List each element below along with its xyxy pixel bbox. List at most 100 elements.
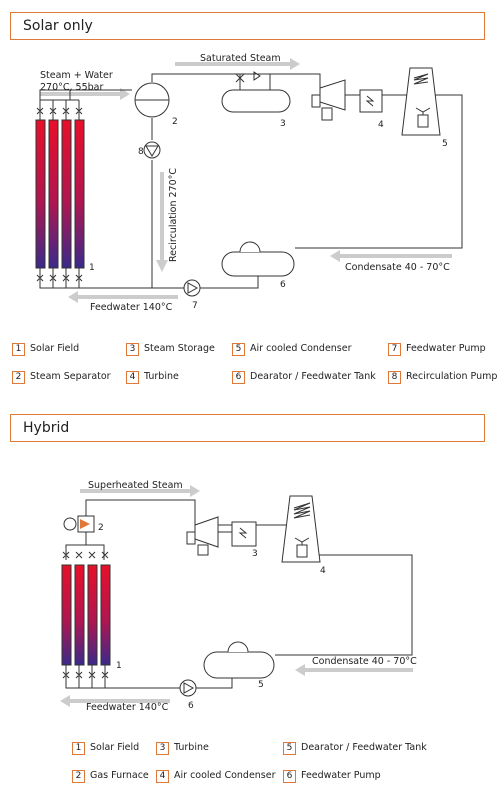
legend-num: 5 [232, 342, 245, 356]
legend-num: 6 [232, 370, 245, 384]
legend-text: Steam Separator [30, 371, 111, 382]
num-solar-1: 1 [89, 263, 95, 273]
label-recirculation: Recirculation 270°C [168, 168, 179, 262]
label-feedwater-hybrid: Feedwater 140°C [86, 702, 169, 713]
turbine [311, 79, 383, 121]
steam-separator [134, 82, 170, 118]
pipe-pump-to-field-hybrid [65, 676, 180, 689]
legend-text: Feedwater Pump [406, 343, 486, 354]
pipe-field-to-furnace [65, 530, 105, 560]
pipe-tank-to-pump-hybrid [196, 678, 233, 689]
num-hybrid-1: 1 [116, 661, 122, 671]
legend-item: 5 Air cooled Condenser [232, 342, 352, 356]
legend-text: Turbine [144, 371, 179, 382]
legend-num: 3 [126, 342, 139, 356]
feedwater-pump-hybrid [179, 679, 197, 697]
label-superheated-steam: Superheated Steam [88, 480, 183, 491]
pipe-pump-to-field [39, 278, 185, 289]
legend-text: Recirculation Pump [406, 371, 498, 382]
gas-furnace [63, 515, 95, 533]
num-solar-7: 7 [192, 301, 198, 311]
hybrid-section-title: Hybrid [10, 414, 485, 442]
legend-item: 2 Gas Furnace [72, 769, 149, 783]
solar-field-collectors [35, 99, 85, 288]
legend-text: Gas Furnace [90, 770, 149, 781]
feedwater-tank-hybrid [203, 641, 275, 679]
air-cooled-condenser [401, 67, 441, 136]
feedwater-pump [183, 279, 201, 297]
legend-num: 2 [12, 370, 25, 384]
num-solar-5: 5 [442, 139, 448, 149]
legend-item: 3 Steam Storage [126, 342, 215, 356]
pipe-separator-to-turbine [151, 73, 321, 88]
label-condensate-solar: Condensate 40 - 70°C [345, 262, 450, 273]
legend-num: 1 [12, 342, 25, 356]
flow-arrow-condensate [330, 250, 452, 262]
legend-num: 6 [283, 769, 296, 783]
num-solar-8: 8 [138, 147, 144, 157]
legend-num: 7 [388, 342, 401, 356]
legend-num: 3 [156, 741, 169, 755]
legend-num: 2 [72, 769, 85, 783]
num-hybrid-3: 3 [252, 549, 258, 559]
steam-storage [221, 71, 291, 113]
legend-text: Air cooled Condenser [250, 343, 352, 354]
num-hybrid-5: 5 [258, 680, 264, 690]
legend-item: 4 Air cooled Condenser [156, 769, 276, 783]
legend-item: 2 Steam Separator [12, 370, 111, 384]
legend-num: 4 [126, 370, 139, 384]
flow-arrow-superheated-steam [80, 485, 200, 497]
legend-item: 5 Dearator / Feedwater Tank [283, 741, 427, 755]
legend-text: Turbine [174, 742, 209, 753]
legend-item: 7 Feedwater Pump [388, 342, 486, 356]
legend-num: 1 [72, 741, 85, 755]
legend-text: Air cooled Condenser [174, 770, 276, 781]
label-steam-water-conditions: 270°C, 55bar [40, 82, 103, 93]
air-cooled-condenser-hybrid [281, 495, 321, 563]
flow-arrow-steam-water [40, 88, 130, 100]
legend-item: 1 Solar Field [12, 342, 79, 356]
label-feedwater-solar: Feedwater 140°C [90, 302, 173, 313]
num-hybrid-2: 2 [98, 523, 104, 533]
hybrid-solar-field-collectors [61, 551, 111, 688]
solar-section-title: Solar only [10, 12, 485, 40]
pipe-condenser-return [295, 94, 463, 249]
recirculation-pump [143, 141, 161, 159]
solar-diagram [35, 58, 463, 303]
legend-item: 3 Turbine [156, 741, 209, 755]
legend-item: 6 Dearator / Feedwater Tank [232, 370, 376, 384]
num-solar-6: 6 [280, 280, 286, 290]
legend-text: Feedwater Pump [301, 770, 381, 781]
legend-text: Steam Storage [144, 343, 215, 354]
flow-arrow-feedwater-hybrid [60, 695, 170, 707]
flow-arrow-saturated-steam [175, 58, 300, 70]
flow-arrow-feedwater [68, 291, 178, 303]
pipe-storage-tap [239, 74, 271, 90]
num-solar-3: 3 [280, 119, 286, 129]
legend-text: Dearator / Feedwater Tank [250, 371, 376, 382]
flow-arrow-recirculation [156, 172, 168, 272]
label-steam-water: Steam + Water [40, 70, 113, 81]
legend-num: 4 [156, 769, 169, 783]
turbine-hybrid [186, 516, 257, 556]
hybrid-diagram [60, 485, 413, 707]
pipe-field-to-separator [39, 89, 132, 100]
legend-text: Solar Field [30, 343, 80, 354]
num-hybrid-4: 4 [320, 566, 326, 576]
legend-num: 8 [388, 370, 401, 384]
legend-num: 5 [283, 741, 296, 755]
legend-text: Dearator / Feedwater Tank [301, 742, 427, 753]
legend-item: 8 Recirculation Pump [388, 370, 497, 384]
legend-item: 6 Feedwater Pump [283, 769, 381, 783]
pipe-tank-to-pump [200, 274, 259, 289]
pipe-furnace-to-turbine [85, 499, 196, 525]
legend-item: 1 Solar Field [72, 741, 139, 755]
num-solar-4: 4 [378, 120, 384, 130]
legend-text: Solar Field [90, 742, 140, 753]
num-solar-2: 2 [172, 117, 178, 127]
label-saturated-steam: Saturated Steam [200, 53, 281, 64]
label-condensate-hybrid: Condensate 40 - 70°C [312, 656, 417, 667]
flow-arrow-condensate-hybrid [295, 664, 413, 676]
legend-item: 4 Turbine [126, 370, 179, 384]
